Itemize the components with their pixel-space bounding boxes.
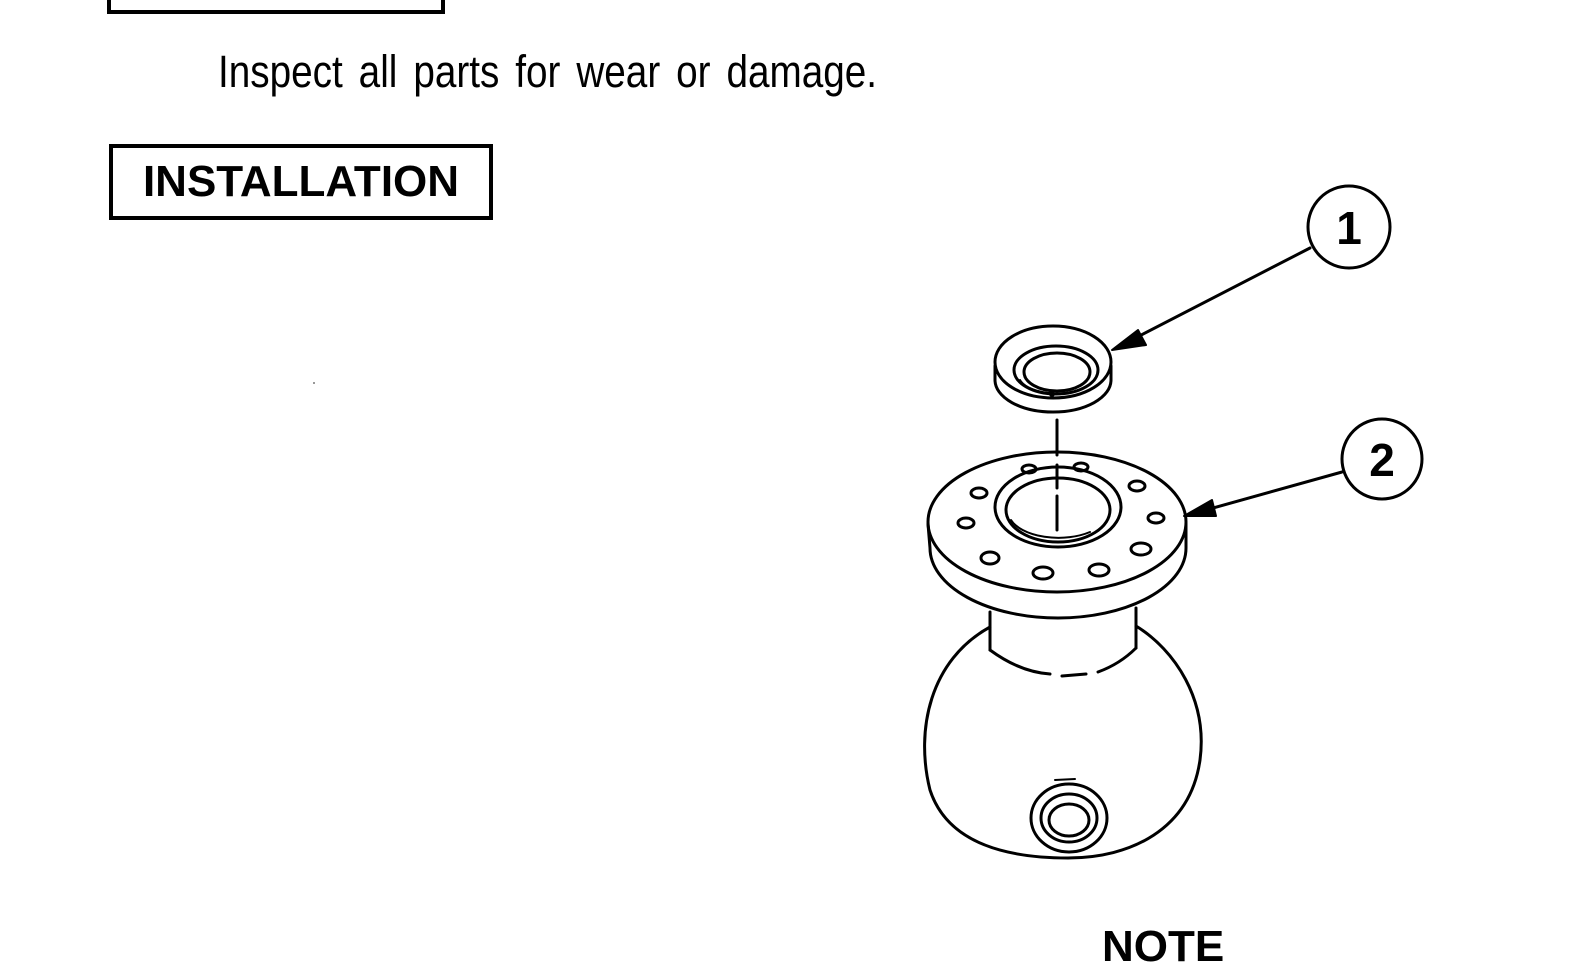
scan-speck <box>313 382 315 384</box>
callout-1-circle <box>1306 184 1392 270</box>
callout-2-leader <box>1183 470 1344 517</box>
callout-1-number: 1 <box>1336 202 1362 254</box>
installation-heading-box: INSTALLATION <box>109 144 493 220</box>
previous-section-heading-box <box>107 0 445 14</box>
note-heading: NOTE <box>1102 922 1225 971</box>
inspect-instruction-text: Inspect all parts for wear or damage. <box>218 46 878 97</box>
callout-2-number: 2 <box>1369 434 1395 486</box>
exploded-parts-illustration: 1 2 <box>923 184 1424 860</box>
callout-2-circle <box>1340 417 1424 501</box>
part-1-seal-ring <box>993 324 1113 414</box>
callout-1-leader <box>1111 246 1312 351</box>
part-2-flanged-housing <box>923 450 1203 860</box>
installation-heading: INSTALLATION <box>142 157 460 206</box>
